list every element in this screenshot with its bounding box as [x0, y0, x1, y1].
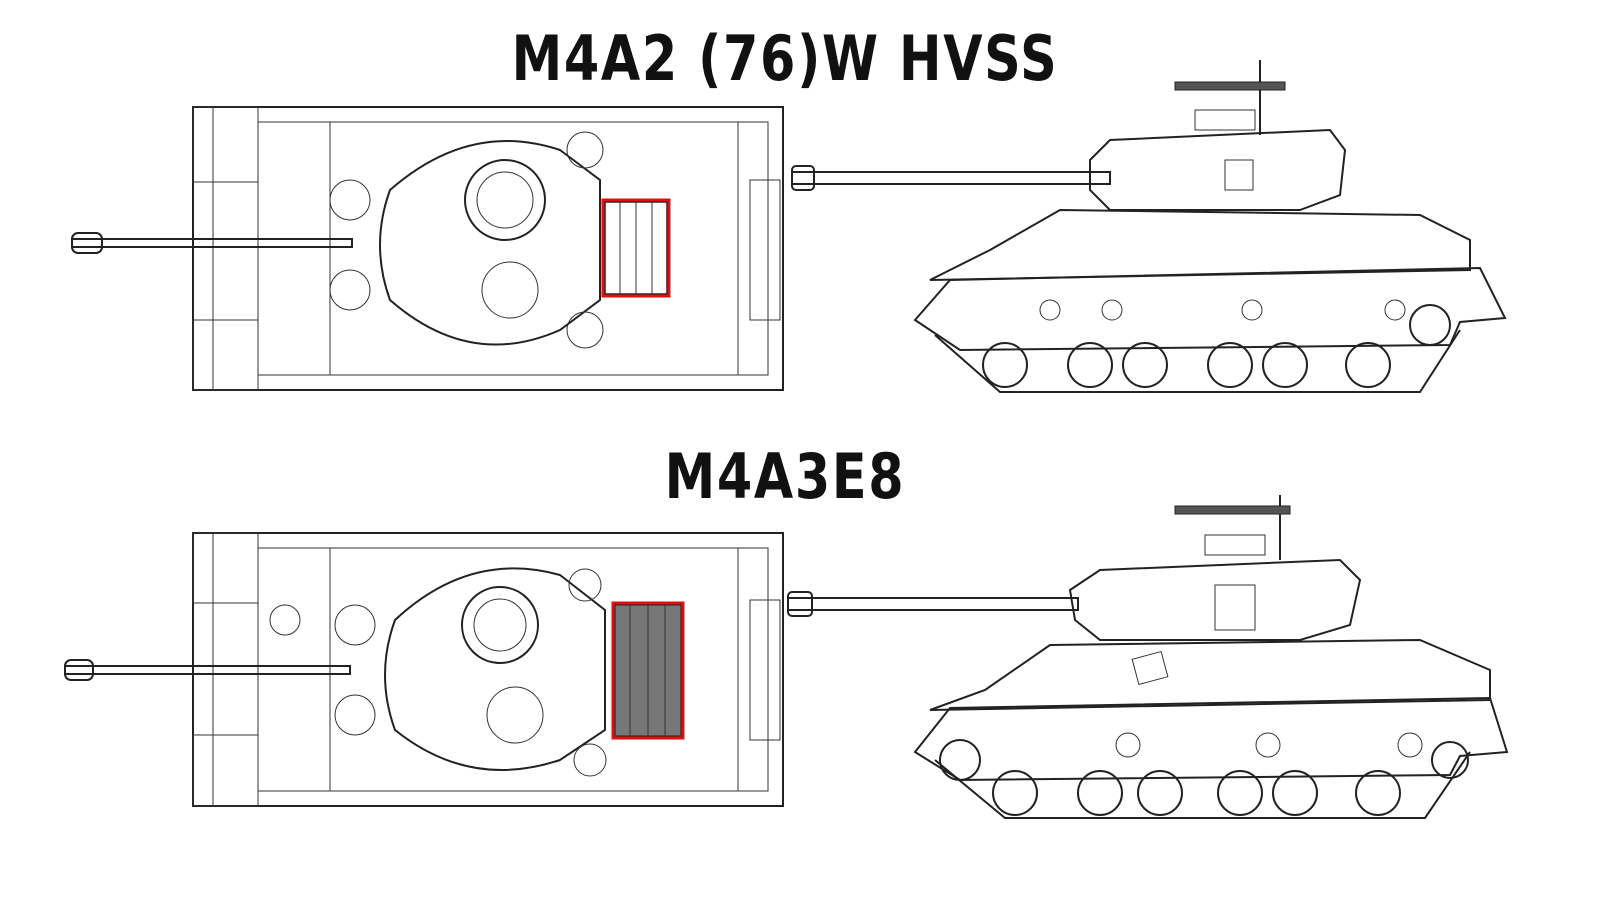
turret-outline — [384, 567, 606, 771]
upper-hull — [929, 638, 1491, 711]
engine-grille — [614, 604, 682, 737]
gun-barrel — [791, 171, 1111, 185]
tank-title-m4a2: M4A2 (76)W HVSS — [511, 22, 1059, 95]
highlight-box-m4a3e8 — [611, 601, 685, 740]
commander-cupola — [461, 586, 539, 664]
muzzle-brake — [71, 232, 103, 254]
track — [934, 751, 1471, 819]
m4a3e8-side-view — [787, 495, 1509, 819]
upper-hull — [929, 208, 1471, 281]
road-wheels — [939, 732, 1469, 816]
turret — [1068, 558, 1362, 641]
turret — [1089, 128, 1347, 211]
turret-outline — [379, 140, 601, 346]
gun-barrel — [787, 597, 1079, 611]
tank-title-m4a3e8: M4A3E8 — [664, 440, 906, 513]
road-wheels — [982, 299, 1451, 388]
engine-grille — [604, 201, 668, 295]
hull-side — [913, 696, 1509, 782]
gun-barrel — [64, 665, 351, 675]
m4a3e8-top-view — [64, 532, 784, 807]
gun-barrel — [71, 238, 353, 248]
track — [934, 329, 1461, 393]
m4a2-side-view — [791, 60, 1507, 393]
commander-cupola — [464, 159, 546, 241]
m4a2-top-view — [71, 106, 784, 391]
highlight-box-m4a2 — [601, 198, 671, 298]
muzzle-brake — [64, 659, 94, 681]
hull-side — [913, 266, 1507, 352]
